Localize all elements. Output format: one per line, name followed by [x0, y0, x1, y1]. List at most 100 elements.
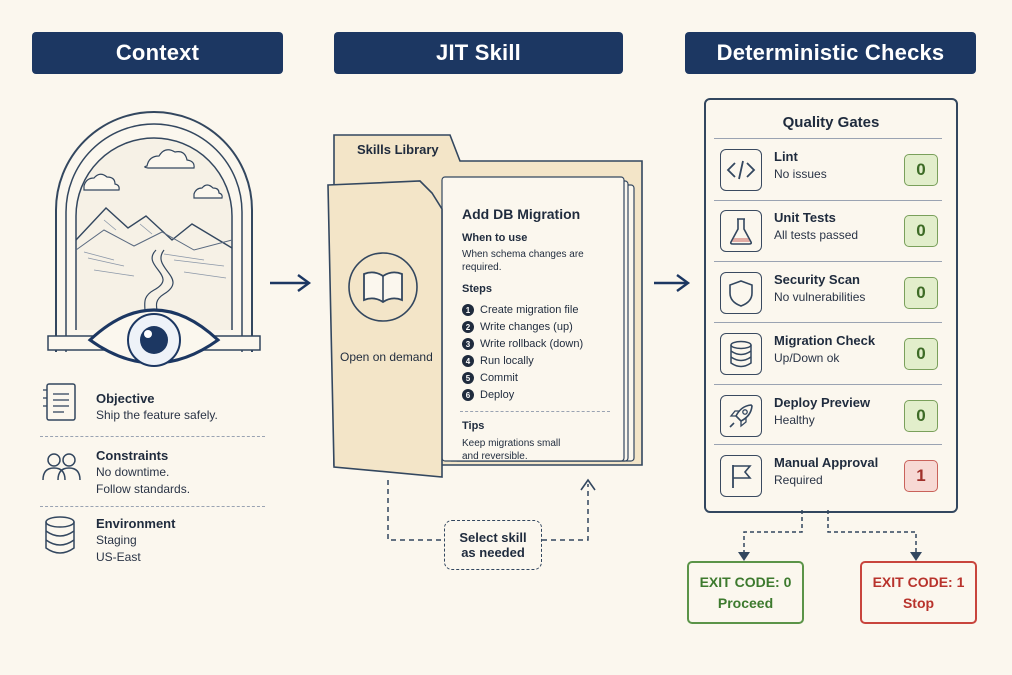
context-objective: Objective Ship the feature safely. [40, 382, 270, 442]
tips-line-1: Keep migrations small [462, 438, 561, 449]
skills-folder [327, 134, 643, 478]
objective-title: Objective [96, 391, 155, 406]
folder-label: Skills Library [357, 142, 439, 157]
cloud-icon [83, 149, 223, 199]
step-item: 3 Write rollback (down) [462, 336, 583, 352]
gate-count-badge: 0 [904, 400, 938, 432]
gate-divider [714, 200, 942, 201]
gate-security-scan: Security Scan No vulnerabilities 0 [714, 263, 942, 323]
context-header: Context [32, 32, 283, 74]
when-heading: When to use [462, 232, 528, 244]
constraints-title: Constraints [96, 448, 169, 463]
constraints-line-2: Follow standards. [96, 482, 191, 496]
gate-status-text: Healthy [774, 413, 815, 427]
gate-status-text: No vulnerabilities [774, 290, 866, 304]
step-number: 3 [462, 338, 474, 350]
exit-code-text: EXIT CODE: 1 [872, 573, 965, 590]
step-item: 4 Run locally [462, 353, 534, 369]
gate-count-badge: 0 [904, 338, 938, 370]
when-line-1: When schema changes are [462, 249, 584, 260]
skill-doc-title: Add DB Migration [462, 206, 581, 222]
exit-code-stop: EXIT CODE: 1 Stop [860, 561, 977, 624]
gate-status-text: Required [774, 473, 823, 487]
gate-status-text: No issues [774, 167, 827, 181]
context-environment: Environment Staging US-East [40, 514, 270, 574]
rocket-icon [720, 395, 762, 437]
window-illustration [47, 111, 261, 367]
step-number: 2 [462, 321, 474, 333]
step-label: Create migration file [480, 304, 579, 316]
arrow-right-icon [654, 274, 691, 292]
step-number: 6 [462, 389, 474, 401]
code-icon [720, 149, 762, 191]
tips-line-2: and reversible. [462, 451, 528, 462]
select-skill-label: Select skill as needed [444, 520, 542, 570]
exit-code-text: EXIT CODE: 0 [699, 573, 792, 590]
cover-caption: Open on demand [340, 350, 433, 364]
constraints-line-1: No downtime. [96, 465, 170, 479]
gate-title: Deploy Preview [774, 395, 871, 410]
step-item: 6 Deploy [462, 387, 514, 403]
gate-unit-tests: Unit Tests All tests passed 0 [714, 201, 942, 261]
document-icon [43, 383, 76, 421]
exit-action-text: Proceed [717, 594, 774, 611]
step-label: Write changes (up) [480, 321, 573, 333]
gate-title: Migration Check [774, 333, 876, 348]
context-constraints: Constraints No downtime. Follow standard… [40, 446, 270, 506]
gate-count-badge: 1 [904, 460, 938, 492]
doc-divider [460, 411, 610, 412]
deterministic-checks-header: Deterministic Checks [685, 32, 976, 74]
people-icon [42, 453, 81, 481]
step-label: Deploy [480, 389, 515, 401]
step-number: 4 [462, 355, 474, 367]
select-loop-connector [387, 478, 596, 541]
gate-migration-check: Migration Check Up/Down ok 0 [714, 324, 942, 384]
step-item: 5 Commit [462, 370, 518, 386]
select-skill-line-2: as needed [461, 545, 525, 560]
gate-title: Unit Tests [774, 210, 836, 225]
gate-divider [714, 138, 942, 139]
database-icon [720, 333, 762, 375]
shield-icon [720, 272, 762, 314]
gate-lint: Lint No issues 0 [714, 140, 942, 200]
exit-code-proceed: EXIT CODE: 0 Proceed [687, 561, 804, 624]
gate-title: Manual Approval [774, 455, 879, 470]
gate-count-badge: 0 [904, 277, 938, 309]
when-line-2: required. [462, 262, 502, 273]
book-icon [348, 252, 418, 322]
environment-line-2: US-East [96, 550, 141, 564]
quality-gates-title: Quality Gates [782, 114, 880, 131]
context-divider [40, 506, 265, 507]
step-label: Write rollback (down) [480, 338, 584, 350]
select-skill-line-1: Select skill [459, 530, 527, 545]
context-divider [40, 436, 265, 437]
environment-title: Environment [96, 516, 176, 531]
step-label: Run locally [480, 355, 534, 367]
eye-icon [87, 308, 221, 367]
exit-action-text: Stop [902, 594, 935, 611]
flag-icon [720, 455, 762, 497]
gate-deploy-preview: Deploy Preview Healthy 0 [714, 386, 942, 446]
tips-heading: Tips [462, 420, 485, 432]
gate-manual-approval: Manual Approval Required 1 [714, 446, 942, 506]
step-item: 1 Create migration file [462, 302, 578, 318]
gate-divider [714, 322, 942, 323]
exit-connector [738, 510, 922, 561]
arrow-right-icon [270, 274, 312, 292]
gate-divider [714, 444, 942, 445]
flask-icon [720, 210, 762, 252]
step-item: 2 Write changes (up) [462, 319, 573, 335]
jit-skill-header: JIT Skill [334, 32, 623, 74]
gate-title: Security Scan [774, 272, 860, 287]
gate-count-badge: 0 [904, 154, 938, 186]
objective-text: Ship the feature safely. [96, 408, 218, 422]
step-number: 5 [462, 372, 474, 384]
gate-status-text: All tests passed [774, 228, 859, 242]
gate-divider [714, 261, 942, 262]
environment-line-1: Staging [96, 533, 137, 547]
gate-divider [714, 384, 942, 385]
steps-heading: Steps [462, 283, 492, 295]
database-icon [45, 516, 75, 554]
step-number: 1 [462, 304, 474, 316]
step-label: Commit [480, 372, 518, 384]
